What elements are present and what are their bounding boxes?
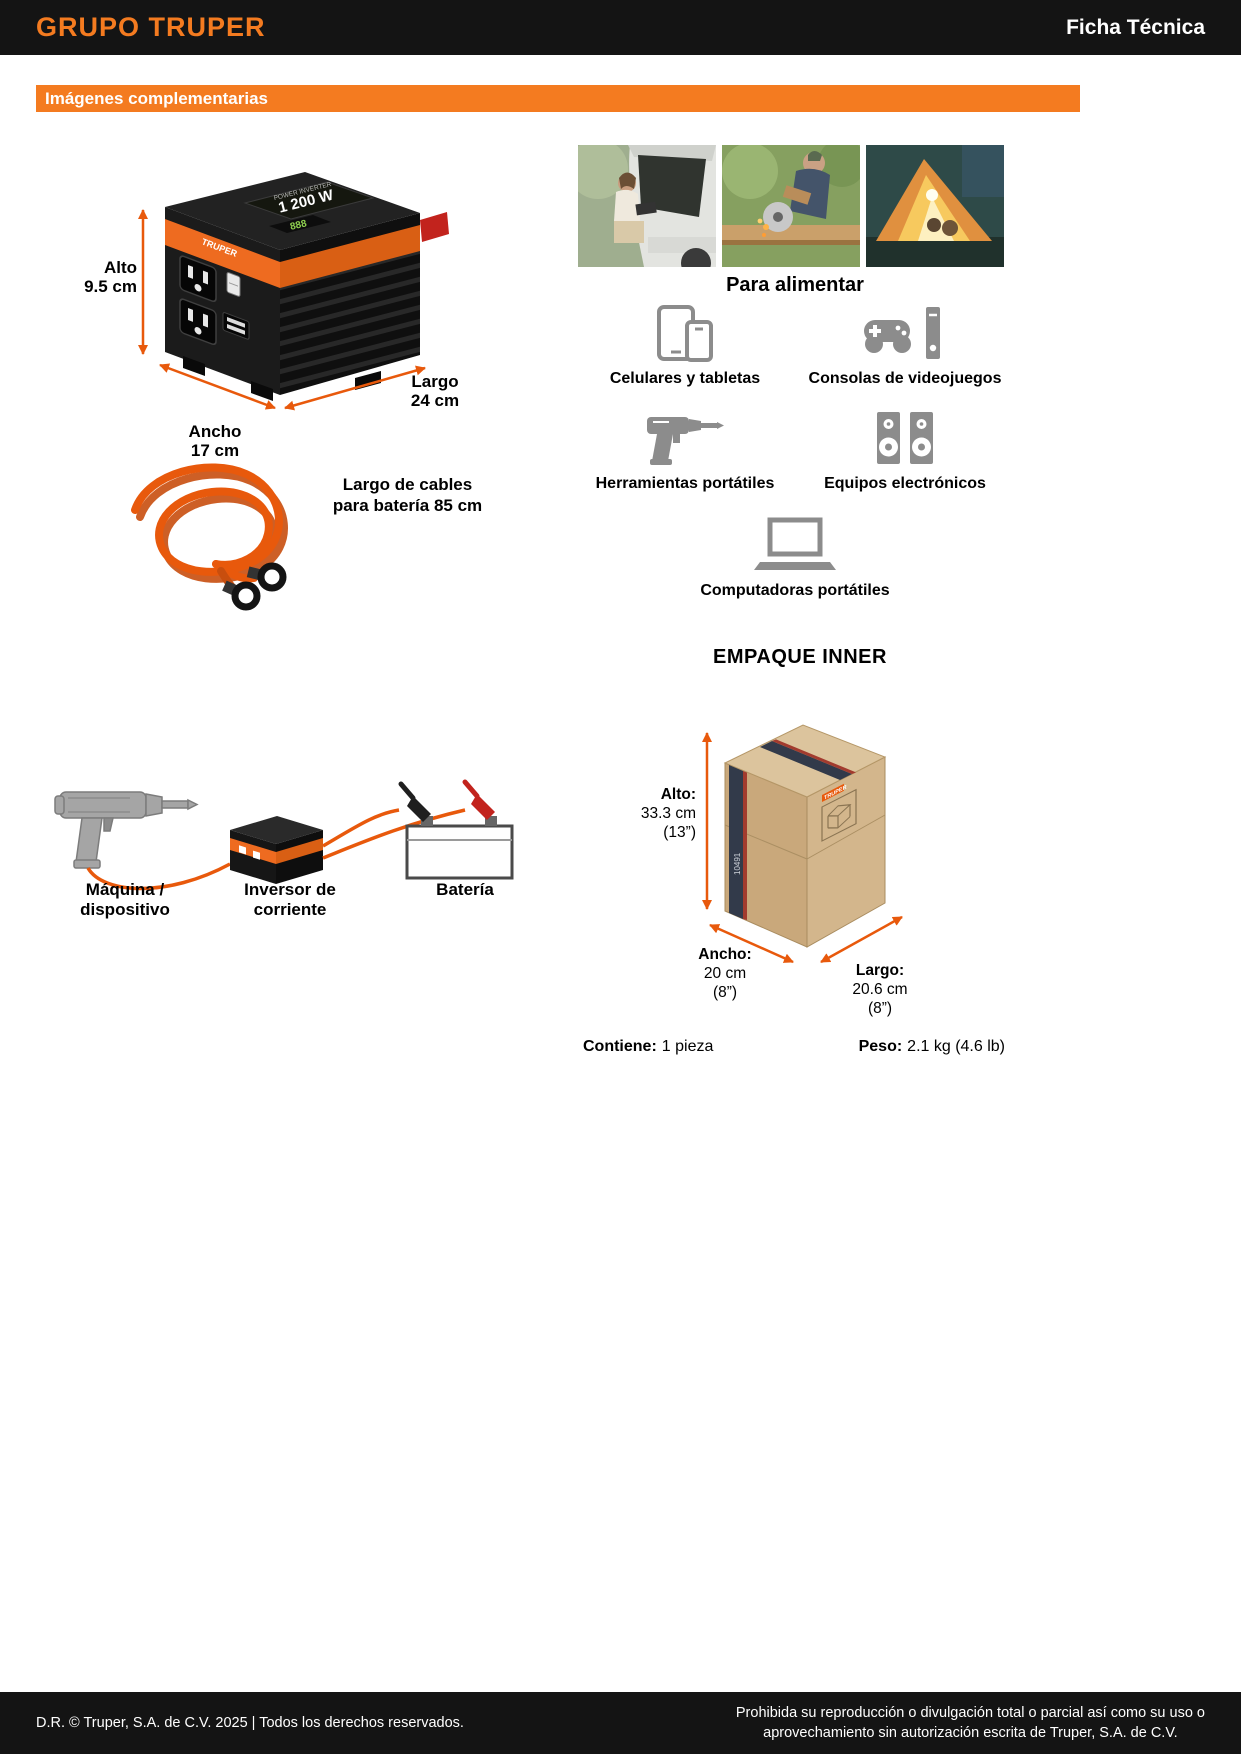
box-height-label: Alto: 33.3 cm (13”) (640, 786, 696, 841)
para-alimentar-grid: Celulares y tabletas Consolas de videoju… (560, 300, 1030, 600)
use-case-label: Consolas de videojuegos (808, 370, 1002, 387)
use-case-cell: Consolas de videojuegos (780, 300, 1030, 388)
game-console-icon (780, 300, 1030, 362)
document-type-title: Ficha Técnica (1066, 15, 1205, 39)
dim-name: Ancho (188, 422, 242, 441)
box-tape-top (760, 741, 852, 780)
segment-display-digits: 888 (289, 218, 308, 233)
weight-value: 2.1 kg (4.6 lb) (907, 1038, 1005, 1055)
copyright-text: D.R. © Truper, S.A. de C.V. 2025 | Todos… (36, 1715, 464, 1731)
section-banner: Imágenes complementarias (36, 85, 1080, 112)
product-width-label: Ancho 17 cm (155, 422, 275, 460)
inverter-illustration: TRUPER POWER INVERTER 1 200 W 888 (138, 172, 449, 411)
weight-label: Peso: (858, 1038, 903, 1055)
inverter-orange-band (165, 219, 280, 288)
inverter-lcd-panel (243, 181, 375, 220)
section-banner-label: Imágenes complementarias (45, 89, 268, 108)
contains-label: Contiene: (583, 1038, 657, 1055)
product-length-label: Largo 24 cm (385, 372, 485, 410)
battery-terminal-cover (420, 212, 449, 242)
machine-label: Máquina / dispositivo (80, 880, 170, 919)
drill-illustration (54, 791, 199, 869)
box-tape-front (729, 765, 743, 919)
power-cord (86, 862, 231, 891)
photo-woman-laptop-car (578, 145, 716, 267)
product-height-label: Alto 9.5 cm (61, 258, 137, 296)
battery-cable-illustration (131, 463, 288, 611)
dim-name: Alto (103, 258, 137, 277)
box-code-text: 10491 (733, 852, 742, 875)
product-dimensions-figure: TRUPER POWER INVERTER 1 200 W 888 (55, 140, 535, 490)
inverter-label: Inversor de corriente (244, 880, 336, 919)
weight-field: Peso:2.1 kg (4.6 lb) (859, 1038, 1005, 1056)
connection-diagram (54, 779, 514, 891)
dim-name: Largo (411, 372, 459, 391)
battery-illustration (398, 779, 514, 880)
ring-terminal-1 (257, 562, 287, 592)
speakers-icon (780, 405, 1030, 467)
brand-logo: GRUPO TRUPER (36, 12, 266, 42)
power-switch (226, 272, 241, 297)
ring-terminal-2 (231, 581, 261, 611)
use-case-cell: Herramientas portátiles (560, 405, 810, 493)
mini-inverter-illustration (230, 816, 323, 884)
dim-value: 9.5 cm (84, 277, 137, 296)
use-case-label: Herramientas portátiles (595, 475, 775, 492)
laptop-icon (670, 512, 920, 574)
cable-strand-1 (131, 463, 283, 576)
empaque-inner-title: EMPAQUE INNER (713, 646, 887, 668)
use-case-label: Celulares y tabletas (609, 370, 761, 387)
contains-field: Contiene:1 pieza (583, 1038, 713, 1056)
contains-value: 1 pieza (661, 1038, 714, 1055)
packaging-box-figure: 10491 TRUPER Alto: 33.3 cm (13”) A (590, 695, 1050, 1040)
para-alimentar-title: Para alimentar (726, 274, 864, 296)
battery-cable-1 (322, 808, 400, 848)
dimension-arrows (138, 209, 426, 411)
photo-man-circular-saw (722, 145, 860, 267)
box-dimension-arrows (702, 732, 903, 964)
dim-value: 24 cm (410, 391, 460, 410)
usb-ports (222, 312, 250, 340)
battery-cable-figure: Largo de cables para batería 85 cm (110, 450, 540, 625)
header-bar: GRUPO TRUPER Ficha Técnica (0, 0, 1241, 55)
dim-value: 17 cm (190, 441, 240, 460)
phone-tablet-icon (560, 300, 810, 362)
battery-cable-2 (322, 808, 466, 860)
footer-bar: D.R. © Truper, S.A. de C.V. 2025 | Todos… (0, 1692, 1241, 1754)
use-case-cell: Computadoras portátiles (670, 512, 920, 600)
box-length-label: Largo: 20.6 cm (8”) (852, 962, 908, 1017)
use-case-cell: Equipos electrónicos (780, 405, 1030, 493)
photo-family-camping-tent (866, 145, 1004, 267)
connection-diagram-figure: Máquina / dispositivo Inversor de corrie… (45, 768, 565, 943)
use-case-label: Equipos electrónicos (824, 475, 986, 492)
segment-display-panel (269, 215, 331, 233)
cable-length-note: Largo de cables para batería 85 cm (332, 475, 483, 515)
ac-outlet-2 (179, 298, 217, 346)
battery-label: Batería (436, 880, 494, 899)
box-width-label: Ancho: 20 cm (8”) (698, 946, 752, 1001)
ac-outlet-1 (179, 255, 217, 303)
use-case-label: Computadoras portátiles (700, 582, 890, 599)
power-drill-icon (560, 405, 810, 467)
packaging-meta-row: Contiene:1 pieza Peso:2.1 kg (4.6 lb) (583, 1038, 1005, 1056)
use-case-cell: Celulares y tabletas (560, 300, 810, 388)
cardboard-box-illustration: 10491 TRUPER (702, 724, 903, 964)
legal-notice: Prohibida su reproducción o divulgación … (735, 1704, 1205, 1741)
